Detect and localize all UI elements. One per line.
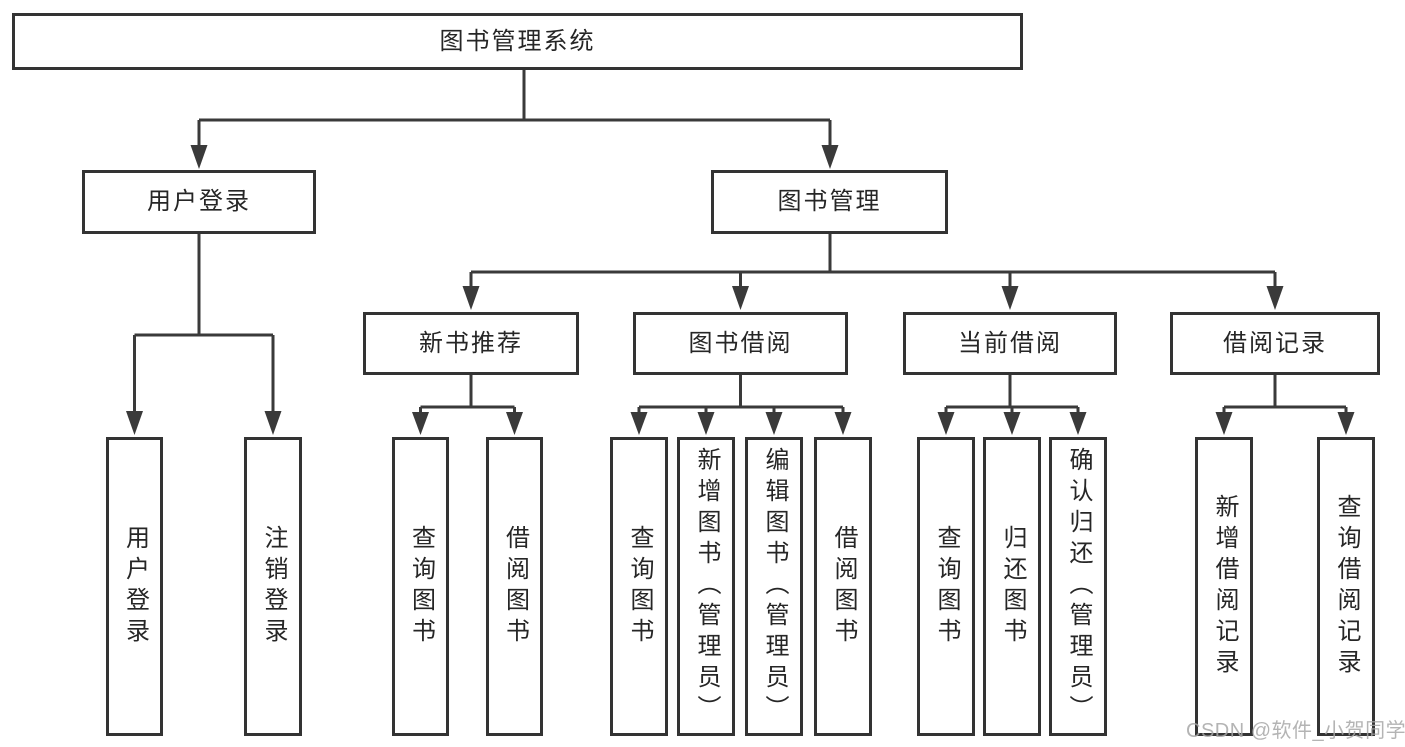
arrowhead-to-current-query <box>937 412 955 435</box>
arrowhead-to-borrow-add <box>697 412 715 435</box>
arrowhead-to-current-return <box>1003 412 1021 435</box>
arrowhead-to-borrow-query <box>630 412 648 435</box>
leaf-borrow-query-books: 查询图书 <box>610 437 668 736</box>
arrowhead-to-records-add <box>1215 412 1233 435</box>
leaf-user-login: 用户登录 <box>106 437 163 736</box>
node-borrowing-records: 借阅记录 <box>1170 312 1380 375</box>
arrowhead-to-leaf-logout <box>264 411 282 435</box>
arrowhead-to-user-login <box>190 145 208 169</box>
arrowhead-to-book-borrow <box>732 286 749 310</box>
arrowhead-to-borrow-edit <box>765 412 783 435</box>
leaf-edit-books-admin: 编辑图书（管理员） <box>745 437 803 736</box>
leaf-current-query-books: 查询图书 <box>917 437 975 736</box>
arrowhead-to-current-borrow <box>1001 286 1019 310</box>
leaf-borrow-books: 借阅图书 <box>814 437 872 736</box>
arrowhead-to-current-confirm <box>1069 412 1087 435</box>
node-new-book-recommendation: 新书推荐 <box>363 312 579 375</box>
leaf-add-books-admin: 新增图书（管理员） <box>677 437 735 736</box>
arrowhead-to-recommend-query <box>412 412 429 435</box>
arrowhead-to-book-management <box>821 145 839 169</box>
arrowhead-to-records-query <box>1337 412 1355 435</box>
leaf-query-borrow-record: 查询借阅记录 <box>1317 437 1375 736</box>
leaf-confirm-return-admin: 确认归还（管理员） <box>1049 437 1107 736</box>
leaf-recommend-borrow-books: 借阅图书 <box>486 437 543 736</box>
leaf-return-books: 归还图书 <box>983 437 1041 736</box>
leaf-recommend-query-books: 查询图书 <box>392 437 449 736</box>
arrowhead-to-leaf-login <box>126 411 143 435</box>
leaf-add-borrow-record: 新增借阅记录 <box>1195 437 1253 736</box>
leaf-logout-login: 注销登录 <box>244 437 302 736</box>
node-current-borrowing: 当前借阅 <box>903 312 1117 375</box>
node-book-borrowing: 图书借阅 <box>633 312 848 375</box>
arrowhead-to-new-book-recommend <box>462 286 480 310</box>
node-user-login: 用户登录 <box>82 170 316 234</box>
node-library-management-system: 图书管理系统 <box>12 13 1023 70</box>
node-book-management: 图书管理 <box>711 170 948 234</box>
arrowhead-to-borrow-records <box>1266 286 1284 310</box>
arrowhead-to-borrow-borrow <box>834 412 852 435</box>
arrowhead-to-recommend-borrow <box>506 412 523 435</box>
watermark-text: CSDN @软件_小贺同学 <box>1186 720 1405 742</box>
